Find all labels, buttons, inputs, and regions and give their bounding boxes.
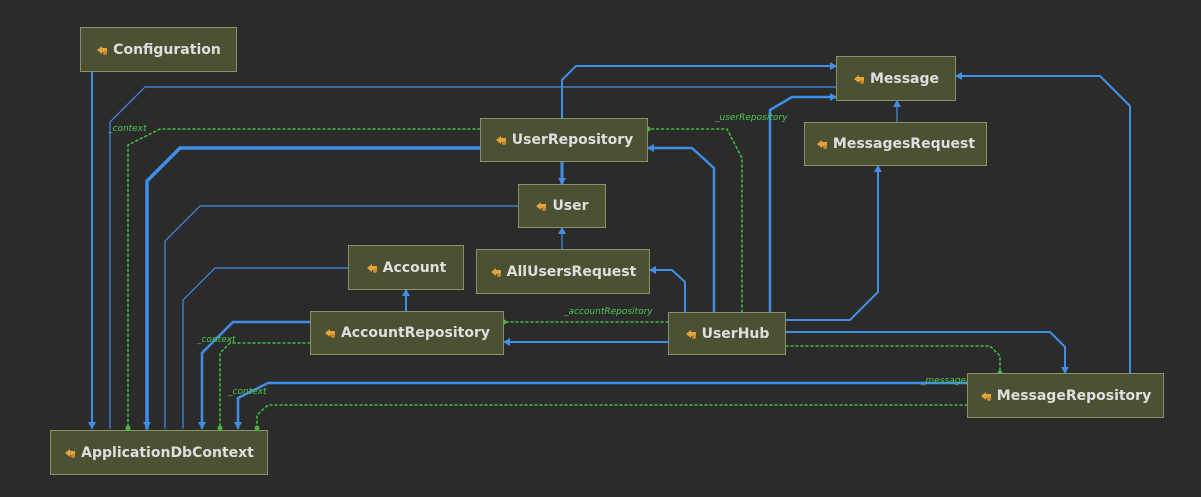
class-icon xyxy=(97,45,108,55)
edge-userhub-userrepository xyxy=(646,144,716,314)
edge-userrepository-dbcontext xyxy=(143,146,482,430)
edge-userhub-allusersrequest xyxy=(649,266,686,313)
node-all-users-request[interactable]: AllUsersRequest xyxy=(476,249,650,294)
edge-user-dbcontext xyxy=(164,202,524,429)
node-user[interactable]: User xyxy=(518,184,606,228)
edge-userhub-message xyxy=(768,93,838,314)
ref-userhub-userrepository xyxy=(645,126,743,313)
node-messages-request[interactable]: MessagesRequest xyxy=(804,122,987,166)
node-account-repository[interactable]: AccountRepository xyxy=(310,311,504,355)
node-user-repository[interactable]: UserRepository xyxy=(480,118,648,162)
node-label: UserHub xyxy=(701,325,770,342)
ref-userhub-messagerepository xyxy=(785,345,1003,376)
node-label: AllUsersRequest xyxy=(506,263,637,280)
node-user-hub[interactable]: UserHub xyxy=(668,312,786,355)
class-icon xyxy=(685,329,696,339)
class-icon xyxy=(536,202,547,211)
edge-message-dbcontext xyxy=(109,83,842,429)
node-label: MessagesRequest xyxy=(832,136,976,152)
node-label: Configuration xyxy=(113,41,221,58)
edge-userrepository-message xyxy=(561,62,837,119)
class-icon xyxy=(980,391,991,401)
edge-label-context-low: _context xyxy=(228,387,267,397)
node-label: UserRepository xyxy=(511,132,634,148)
node-message[interactable]: Message xyxy=(836,56,956,101)
node-label: Message xyxy=(869,70,940,87)
class-icon xyxy=(65,448,76,458)
edge-userhub-messagerepository xyxy=(785,331,1069,374)
edge-label-user-repository: _userRepository xyxy=(715,113,788,123)
edge-userhub-messagesrequest xyxy=(785,165,882,321)
class-icon xyxy=(324,329,335,338)
edge-account-dbcontext xyxy=(182,264,354,429)
class-icon xyxy=(366,263,377,273)
class-icon xyxy=(490,267,501,277)
node-configuration[interactable]: Configuration xyxy=(80,27,237,72)
node-label: ApplicationDbContext xyxy=(81,444,254,461)
node-label: AccountRepository xyxy=(340,325,491,341)
edge-label-context-mid: _context xyxy=(197,335,236,345)
edge-label-account-repository: _accountRepository xyxy=(564,307,653,317)
class-icon xyxy=(495,136,506,145)
node-label: Account xyxy=(382,259,447,276)
node-account[interactable]: Account xyxy=(348,245,464,290)
edge-messagerepository-dbcontext xyxy=(234,381,969,430)
edge-label-context-top: _context xyxy=(108,124,147,134)
class-icon xyxy=(816,140,827,149)
edge-messagerepository-message xyxy=(955,72,1131,374)
ref-messagerepository-context xyxy=(254,404,968,431)
node-label: User xyxy=(552,198,589,214)
edge-accountrepository-dbcontext xyxy=(198,320,312,430)
ref-accountrepository-context xyxy=(217,342,311,431)
class-icon xyxy=(853,74,864,84)
ref-userrepository-context xyxy=(125,128,481,431)
node-message-repository[interactable]: MessageRepository xyxy=(967,373,1164,418)
node-label: MessageRepository xyxy=(996,387,1152,404)
node-application-db-context[interactable]: ApplicationDbContext xyxy=(50,430,268,475)
